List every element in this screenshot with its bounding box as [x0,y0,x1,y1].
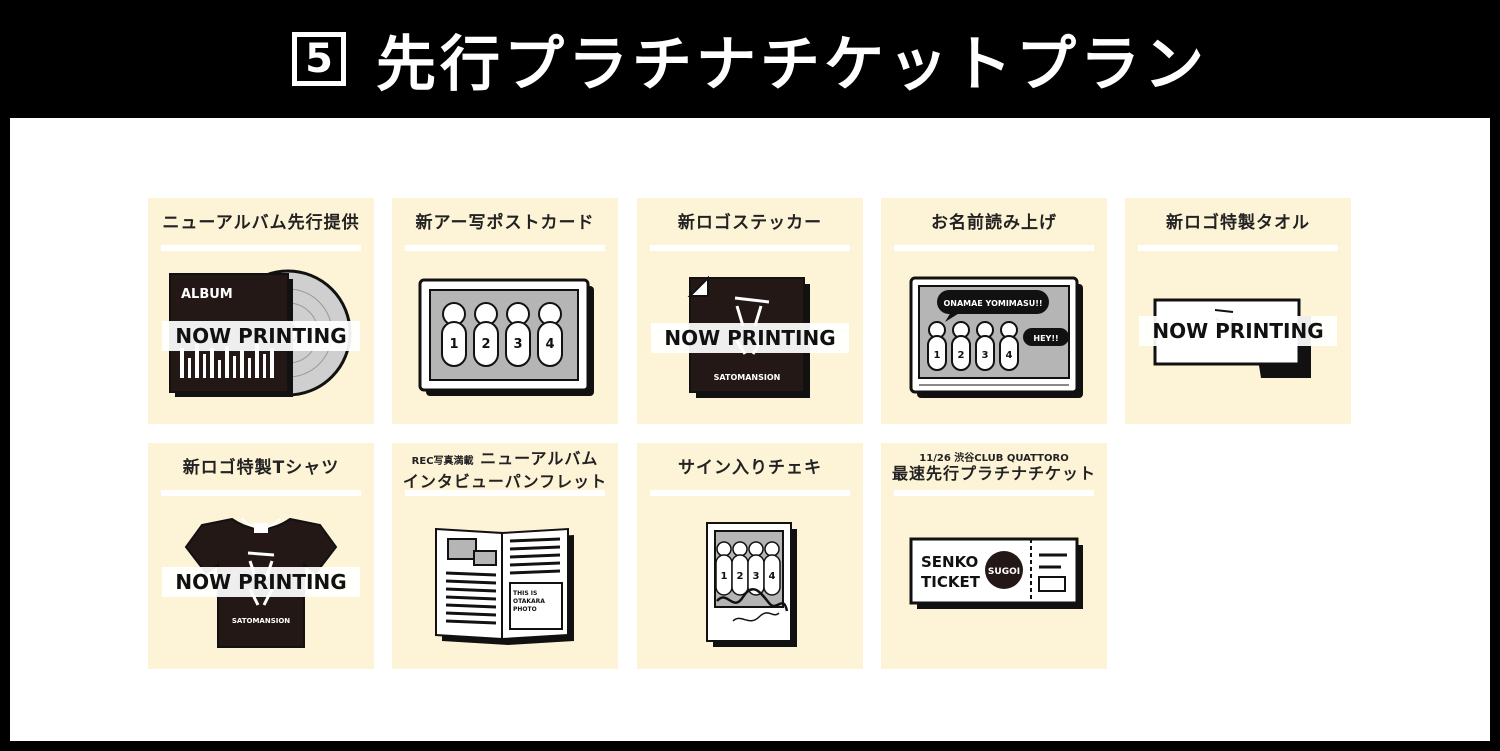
now-printing-overlay: NOW PRINTING [162,321,360,351]
section-number-box: 5 [292,32,346,86]
item-label: 11/26 渋谷CLUB QUATTORO 最速先行プラチナチケット [881,449,1107,484]
tshirt-logo-text: SATOMANSION [232,617,290,625]
now-printing-overlay: NOW PRINTING [162,567,360,597]
item-label: 新ロゴステッカー [677,213,823,233]
item-card-sticker[interactable]: 新ロゴステッカー SATOMANSION NOW PRINTING [637,198,863,424]
divider-bar [1138,245,1338,251]
person-number: 4 [545,337,554,352]
pamphlet-page-text: THIS IS [513,590,537,597]
pamphlet-icon: THIS IS OTAKARA PHOTO [435,527,574,645]
item-card-album[interactable]: ニューアルバム先行提供 ALBUM NOW PRINTING [148,198,374,424]
ticket-badge-text: SUGOI [988,567,1020,577]
sticker-icon: SATOMANSION [687,275,810,398]
item-label: サイン入りチェキ [678,458,822,478]
item-label: 新ロゴ特製タオル [1166,213,1310,233]
now-printing-overlay: NOW PRINTING [1139,316,1337,346]
label-small-text: 11/26 渋谷CLUB QUATTORO [919,453,1069,464]
person-number: 1 [449,337,458,352]
header-banner: 5 先行プラチナチケットプラン [0,0,1500,118]
item-card-name-reading[interactable]: お名前読み上げ ONAMAE YOMIMASU!! HEY!! 1 2 3 4 [881,198,1107,424]
item-label: 新ロゴ特製Tシャツ [182,458,340,478]
label-small-text: REC写真満載 [411,456,474,467]
divider-bar [650,490,850,496]
person-number: 1 [934,350,941,361]
item-label: REC写真満載 ニューアルバム インタビューパンフレット [392,449,618,492]
ticket-text: TICKET [921,573,981,591]
person-number: 2 [958,350,965,361]
item-card-postcard[interactable]: 新アー写ポストカード 1 2 3 4 [392,198,618,424]
label-line-1: 最速先行プラチナチケット [891,464,1096,483]
postcard-icon: 1 2 3 4 [418,278,594,396]
person-number: 3 [513,337,522,352]
sticker-logo-text: SATOMANSION [714,373,781,382]
person-number: 4 [769,571,776,582]
item-card-ticket[interactable]: 11/26 渋谷CLUB QUATTORO 最速先行プラチナチケット SENKO… [881,443,1107,669]
person-number: 2 [737,571,744,582]
person-number: 3 [753,571,760,582]
signature-mark [716,587,789,612]
polaroid-icon: 1 2 3 4 [706,522,797,647]
item-card-pamphlet[interactable]: REC写真満載 ニューアルバム インタビューパンフレット THIS IS [392,443,618,669]
label-line-1: ニューアルバム [480,449,599,468]
label-line-2: インタビューパンフレット [402,472,608,491]
speech-bubble-text: HEY!! [1033,334,1058,343]
item-card-tshirt[interactable]: 新ロゴ特製Tシャツ SATOMANSION NOW PRINTING [148,443,374,669]
item-label: お名前読み上げ [931,213,1057,233]
divider-bar [894,490,1094,496]
item-card-polaroid[interactable]: サイン入りチェキ 1 2 3 4 [637,443,863,669]
divider-bar [405,245,605,251]
tshirt-icon: SATOMANSION [184,517,338,648]
person-number: 1 [721,571,728,582]
ticket-text: SENKO [921,553,978,571]
ticket-icon: SENKO TICKET SUGOI [909,537,1083,609]
person-number: 4 [1006,350,1013,361]
speech-bubble-text: ONAMAE YOMIMASU!! [943,299,1042,308]
page-title: 先行プラチナチケットプラン [376,29,1208,100]
video-player-icon: ONAMAE YOMIMASU!! HEY!! 1 2 3 4 [909,276,1083,398]
person-number: 2 [481,337,490,352]
towel-icon [1153,298,1311,378]
pamphlet-page-text: PHOTO [513,606,537,613]
item-label: 新アー写ポストカード [415,213,595,233]
pamphlet-page-text: OTAKARA [513,598,545,605]
item-label: ニューアルバム先行提供 [162,213,360,233]
album-cd-icon: ALBUM [169,269,352,397]
now-printing-overlay: NOW PRINTING [651,323,849,353]
divider-bar [161,490,361,496]
person-number: 3 [982,350,989,361]
divider-bar [161,245,361,251]
divider-bar [894,245,1094,251]
divider-bar [650,245,850,251]
divider-bar [405,490,605,496]
album-art-text: ALBUM [181,287,233,302]
item-card-towel[interactable]: 新ロゴ特製タオル NOW PRINTING [1125,198,1351,424]
plan-items-panel: ニューアルバム先行提供 ALBUM NOW PRINTING 新アー写ポストカー… [10,118,1490,741]
